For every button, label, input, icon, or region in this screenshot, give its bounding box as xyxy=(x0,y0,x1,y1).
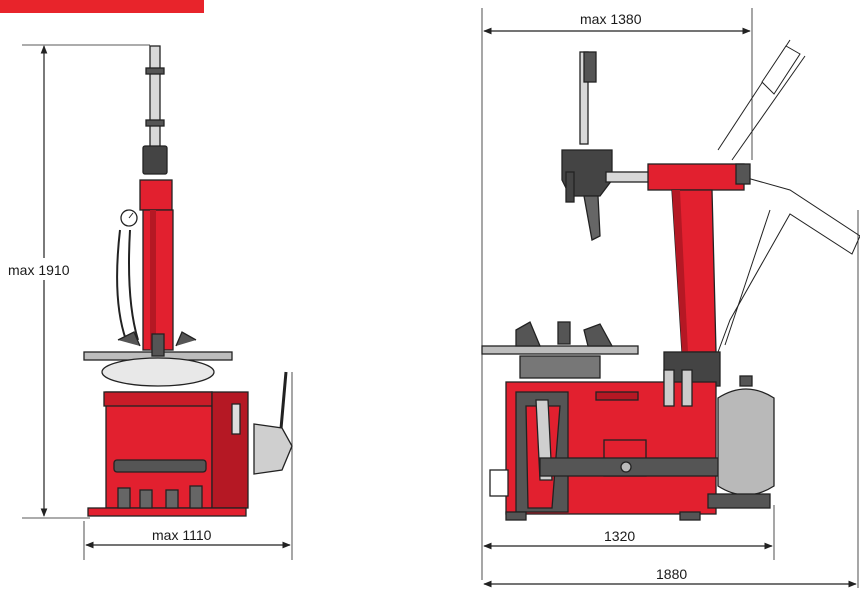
side-base-width-label: 1320 xyxy=(604,528,635,544)
side-total-width-label: 1880 xyxy=(656,566,687,582)
front-height-label: max 1910 xyxy=(8,262,70,278)
front-view-machine xyxy=(22,44,293,560)
side-top-width-label: max 1380 xyxy=(580,11,642,27)
front-width-label: max 1110 xyxy=(152,527,212,543)
side-view-machine xyxy=(481,8,860,588)
header-bar xyxy=(0,0,204,13)
